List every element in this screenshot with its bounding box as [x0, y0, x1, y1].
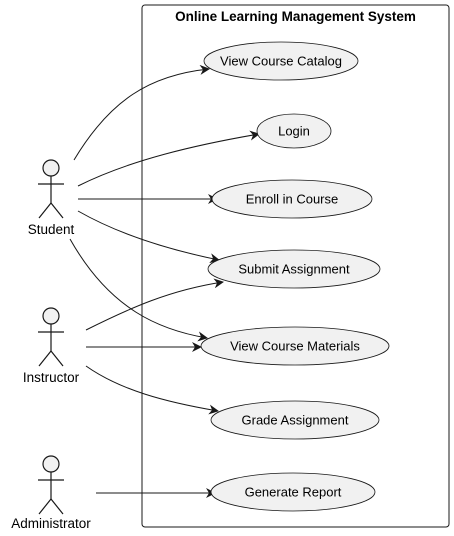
use-case-ellipse	[200, 326, 390, 366]
actor-administrator[interactable]: Administrator	[11, 455, 91, 531]
use-case-ellipse	[256, 113, 332, 149]
use-case-view-catalog[interactable]: View Course Catalog	[203, 41, 359, 81]
actor-label: Instructor	[23, 370, 80, 385]
use-case-ellipse	[210, 400, 380, 440]
use-case-label: View Course Materials	[230, 339, 360, 354]
actor-instructor[interactable]: Instructor	[23, 307, 80, 385]
use-case-grade[interactable]: Grade Assignment	[210, 400, 380, 440]
use-case-ellipse	[210, 472, 376, 512]
system-boundary: Online Learning Management System	[141, 4, 450, 528]
use-case-ellipse	[207, 249, 381, 289]
use-case-label: Enroll in Course	[246, 192, 339, 207]
use-case-materials[interactable]: View Course Materials	[200, 326, 390, 366]
edge-student-login	[77, 130, 260, 187]
edge-instructor-submit	[85, 278, 224, 331]
actor-student[interactable]: Student	[28, 159, 75, 237]
stick-figure-icon	[38, 307, 64, 367]
edge-student-materials	[69, 238, 208, 342]
system-title: Online Learning Management System	[175, 9, 416, 24]
use-case-ellipse	[203, 41, 359, 81]
actor-label: Student	[28, 222, 75, 237]
edge-student-view-catalog	[73, 64, 210, 161]
associations	[69, 64, 260, 498]
use-case-report[interactable]: Generate Report	[210, 472, 376, 512]
stick-figure-icon	[38, 159, 64, 219]
stick-figure-icon	[38, 455, 64, 515]
edge-student-submit	[77, 210, 220, 264]
actor-label: Administrator	[11, 516, 91, 531]
system-box	[141, 4, 450, 528]
use-case-label: Submit Assignment	[238, 262, 350, 277]
use-case-label: View Course Catalog	[220, 54, 342, 69]
use-case-submit[interactable]: Submit Assignment	[207, 249, 381, 289]
use-case-label: Generate Report	[245, 485, 342, 500]
use-case-label: Login	[278, 124, 310, 139]
use-case-enroll[interactable]: Enroll in Course	[211, 179, 373, 219]
use-case-ellipse	[211, 179, 373, 219]
use-case-login[interactable]: Login	[256, 113, 332, 149]
use-case-label: Grade Assignment	[242, 413, 349, 428]
edge-instructor-grade	[85, 365, 219, 415]
